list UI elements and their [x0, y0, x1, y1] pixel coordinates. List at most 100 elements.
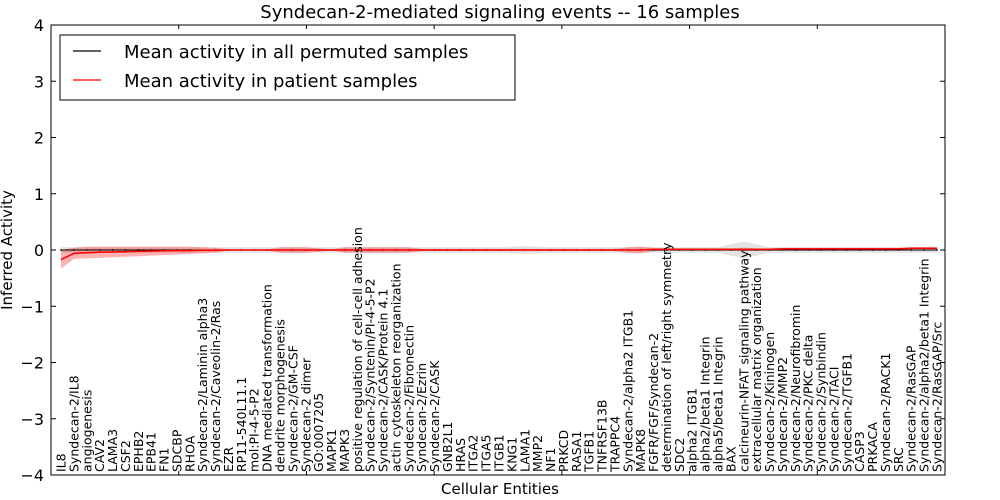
x-tick-label: MMP2 [530, 435, 545, 472]
point-permuted [98, 249, 101, 251]
x-tick-label: Syndecan-2/RasGAP/Src [930, 322, 945, 472]
x-tick-label: Syndecan-2/CASK/Protein 4.1 [376, 289, 391, 472]
x-tick-label: IL8 [54, 453, 69, 472]
x-tick-label: FGFR/FGF/Syndecan-2 [646, 333, 661, 472]
x-tick-label: SDC2 [672, 438, 687, 472]
y-tick-label: −3 [20, 410, 44, 429]
chart-title: Syndecan-2-mediated signaling events -- … [260, 2, 739, 23]
x-tick-label: ITGA5 [479, 434, 494, 472]
x-tick-label: DNA mediated transformation [260, 284, 275, 472]
x-tick-label: EZR [221, 447, 236, 472]
x-tick-label: Syndecan-2/RasGAP [904, 345, 919, 472]
x-tick-label: TNFRSF13B [595, 400, 610, 473]
x-tick-label: PRKCD [556, 430, 571, 472]
x-tick-label: KNG1 [504, 437, 519, 472]
x-tick-label: Syndecan-2/TACI [826, 367, 841, 472]
point-permuted [72, 249, 75, 251]
legend-label-permuted: Mean activity in all permuted samples [124, 42, 468, 63]
x-tick-label: Syndecan-2/Neurofibromin [788, 305, 803, 472]
x-tick-label: LAMA1 [517, 429, 532, 472]
x-tick-label: NF1 [543, 448, 558, 473]
x-tick-label: EPHB2 [131, 431, 146, 472]
x-tick-label: angiogenesis [79, 390, 94, 472]
x-tick-label: SRC [891, 447, 906, 472]
x-tick-label: CASP3 [852, 431, 867, 472]
line-series-1 [60, 247, 937, 261]
point-permuted [124, 249, 127, 251]
x-tick-labels: IL8Syndecan-2/IL8angiogenesisCAV2LAMA3CS… [54, 25, 945, 475]
x-tick-label: positive regulation of cell-cell adhesio… [350, 227, 365, 472]
x-tick-label: Syndecan-2/alpha2 ITGB1 [620, 310, 635, 472]
x-tick-label: extracellular matrix organization [749, 267, 764, 472]
x-tick-label: CSF2 [118, 440, 133, 472]
point-permuted [137, 249, 140, 251]
x-tick-label: Syndecan-2/Kininogen [762, 332, 777, 472]
x-tick-label: HRAS [453, 438, 468, 472]
point-permuted [923, 249, 926, 251]
x-tick-label: SDCBP [169, 429, 184, 472]
y-tick-label: 3 [34, 72, 44, 91]
x-tick-label: GO:0007205 [311, 393, 326, 472]
y-tick-label: 2 [34, 129, 44, 148]
x-tick-label: Syndecan-2/IL8 [66, 375, 81, 472]
x-tick-label: TRAPPC4 [607, 416, 622, 473]
legend: Mean activity in all permuted samples Me… [59, 34, 516, 101]
x-tick-label: RASA1 [569, 431, 584, 472]
x-tick-label: GNB2L1 [440, 422, 455, 472]
x-tick-label: TGFB1 [582, 431, 597, 473]
x-tick-label: alpha5/beta1 Integrin [711, 336, 726, 472]
x-tick-label: RHOA [182, 435, 197, 472]
series-lines [60, 247, 938, 261]
y-tick-label: 1 [34, 185, 44, 204]
x-tick-label: BAX [723, 446, 738, 472]
x-tick-label: Syndecan-2 dimer [298, 357, 313, 472]
x-axis-label: Cellular Entities [441, 480, 559, 498]
y-tick-label: 0 [34, 241, 44, 260]
x-tick-label: Syndecan-2/MMP2 [775, 357, 790, 472]
x-tick-label: Syndecan-2/RACK1 [878, 353, 893, 472]
x-tick-label: Syndecan-2/Laminin alpha3 [195, 298, 210, 472]
x-tick-label: dendrite morphogenesis [273, 319, 288, 472]
x-tick-label: ITGB1 [492, 434, 507, 472]
plot-frame [50, 24, 946, 476]
x-tick-label: PRKACA [865, 422, 880, 472]
x-tick-label: RP11-540L11.1 [234, 377, 249, 472]
x-tick-label: alpha2/beta1 Integrin [698, 336, 713, 472]
x-tick-label: FN1 [157, 448, 172, 473]
x-tick-label: Syndecan-2/CASK [427, 360, 442, 472]
x-tick-label: Syndecan-2/Synbindin [814, 332, 829, 472]
point-permuted [936, 249, 938, 251]
y-tick-label: −4 [20, 466, 44, 485]
x-tick-label: mol:PI-4-5-P2 [247, 388, 262, 472]
x-tick-label: calcineurin-NFAT signaling pathway [736, 250, 751, 472]
x-tick-label: MAPK8 [633, 429, 648, 472]
x-tick-label: MAPK3 [337, 429, 352, 472]
x-tick-label: actin cytoskeleton reorganization [388, 263, 403, 472]
point-permuted [85, 249, 88, 251]
x-tick-label: Syndecan-2/Ezrin [414, 363, 429, 472]
point-permuted [910, 249, 913, 251]
x-tick-label: Syndecan-2/Caveolin-2/Ras [208, 301, 223, 472]
band-series-1 [61, 246, 937, 269]
point-permuted [60, 249, 62, 251]
y-tick-label: 4 [34, 16, 44, 35]
y-tick-label: −2 [20, 354, 44, 373]
x-tick-label: Syndecan-2/alpha2/beta1 Integrin [917, 258, 932, 472]
x-tick-label: Syndecan-2/PKC delta [801, 335, 816, 472]
x-tick-label: ITGA2 [466, 434, 481, 472]
x-tick-label: EPB41 [144, 432, 159, 472]
point-permuted [111, 249, 114, 251]
y-tick-label: −1 [20, 297, 44, 316]
y-axis-label: Inferred Activity [0, 190, 16, 310]
x-tick-label: CAV2 [92, 439, 107, 472]
x-tick-label: LAMA3 [105, 429, 120, 472]
x-tick-label: Syndecan-2/TGFB1 [839, 353, 854, 472]
x-tick-label: Syndecan-2/GM-CSF [285, 345, 300, 472]
x-tick-label: alpha2 ITGB1 [685, 388, 700, 472]
x-tick-label: Syndecan-2/Fibronectin [401, 325, 416, 472]
x-tick-label: Syndecan-2/Syntenin/PI-4-5-P2 [363, 278, 378, 472]
confidence-bands [61, 241, 937, 269]
legend-box [59, 34, 516, 101]
x-tick-label: determination of left/right symmetry [659, 242, 674, 472]
